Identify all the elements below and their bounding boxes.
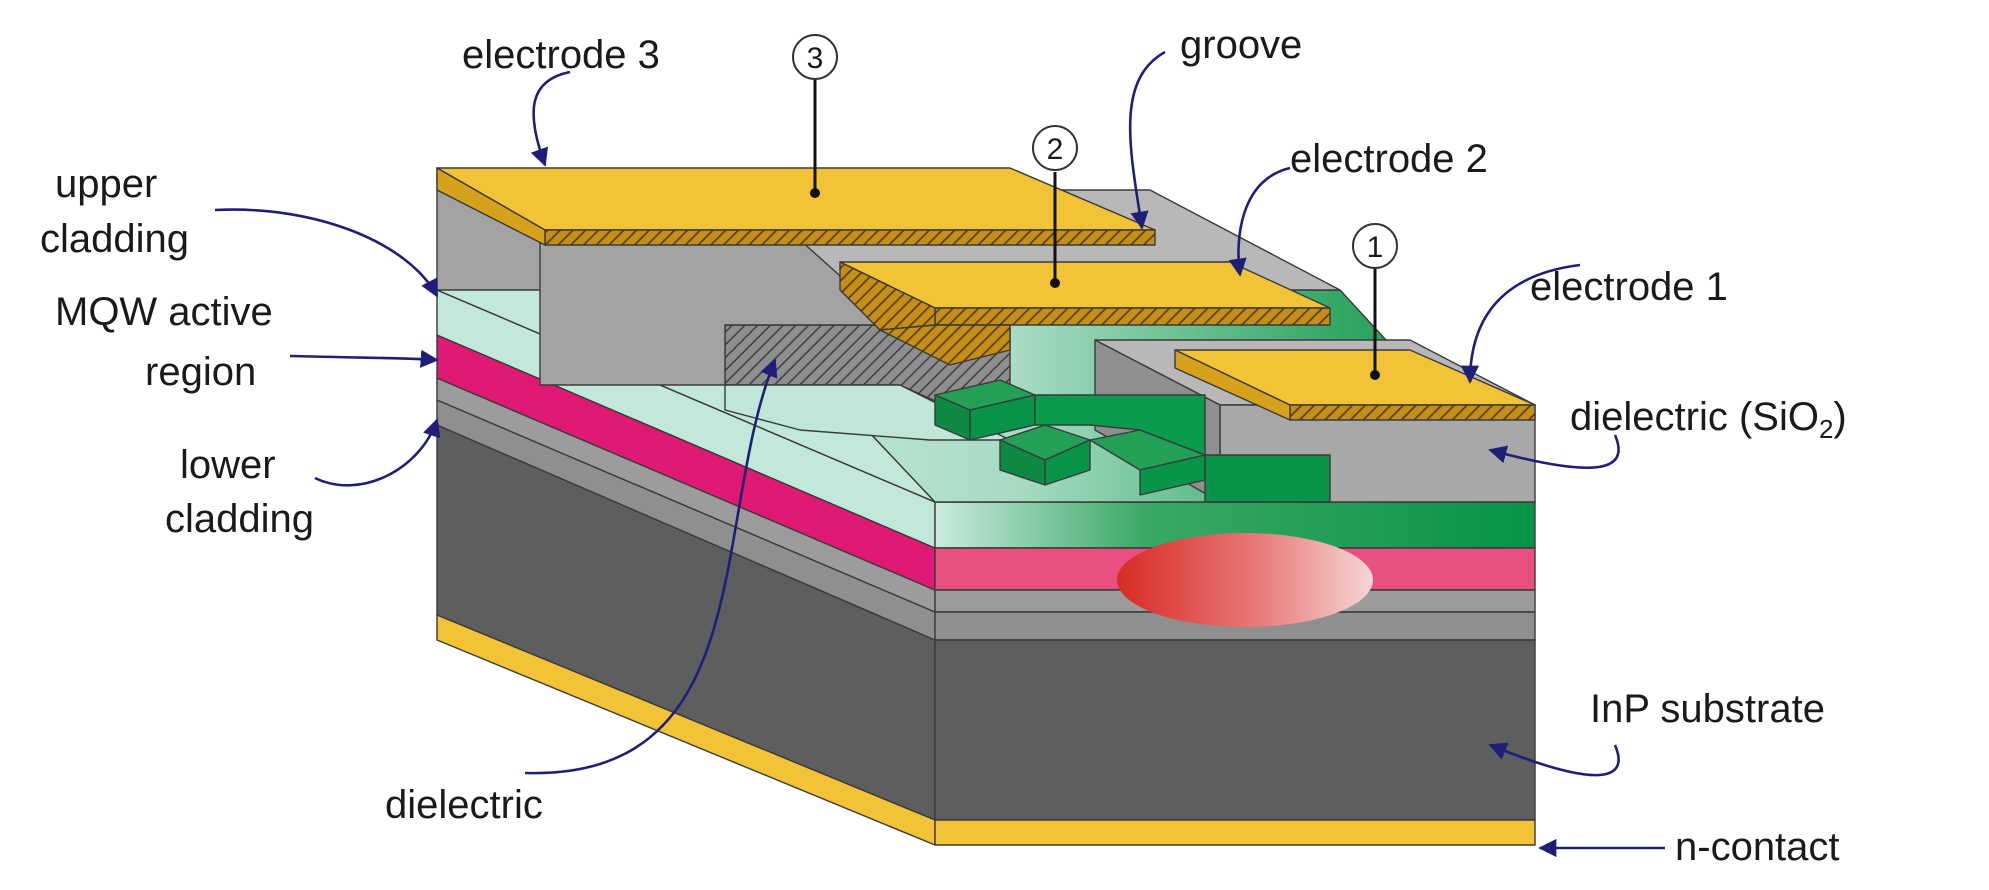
label-sio2-subscript: 2 [1819,414,1833,444]
label-mqw-line2: region [145,350,256,394]
label-n-contact: n-contact [1675,825,1840,869]
arrow-electrode2 [1228,166,1291,277]
arrow-mqw [289,349,439,368]
callout-arrows [214,50,1665,858]
arrow-electrode1 [1460,263,1581,384]
front-face-substrate [934,639,1536,821]
electrode-1 [1174,349,1536,421]
label-inp-substrate: InP substrate [1590,687,1825,731]
label-dielectric-sio2: dielectric (SiO2) [1570,395,1847,444]
marker-2-label: 2 [1047,133,1064,166]
labels: electrode 3 groove upper cladding electr… [40,23,1847,869]
marker-circle-3 [792,34,838,80]
label-lower-cladding-line1: lower [180,443,276,487]
arrow-upper-cladding [214,208,439,298]
label-electrode-3: electrode 3 [462,33,660,77]
probe-2: 2 [1032,125,1078,288]
optical-mode [1117,533,1373,627]
label-sio2-main: dielectric (SiO [1570,395,1819,439]
probe-1: 1 [1352,223,1398,380]
marker-3-label: 3 [807,42,824,75]
arrow-groove [1128,50,1166,230]
front-face-n-contact [934,819,1536,846]
electrode-3 [436,167,1156,246]
label-sio2-close: ) [1833,395,1846,439]
arrow-dielectric [524,358,778,775]
green-waveguide-rib [934,379,1331,503]
marker-circle-1 [1352,223,1398,269]
label-upper-cladding-line2: cladding [40,217,189,261]
label-upper-cladding-line1: upper [55,162,157,206]
label-electrode-1: electrode 1 [1530,265,1728,309]
label-lower-cladding-line2: cladding [165,497,314,541]
label-mqw-line1: MQW active [55,290,273,334]
arrow-dielectric-sio2 [1488,434,1620,470]
front-face-layers [934,501,1536,846]
label-electrode-2: electrode 2 [1290,137,1488,181]
electrode-2 [839,261,1331,366]
arrow-inp-substrate [1488,742,1620,777]
marker-1-label: 1 [1367,231,1384,264]
probe-3: 3 [792,34,838,198]
marker-circle-2 [1032,125,1078,171]
label-groove: groove [1180,23,1302,67]
arrow-electrode3 [530,70,571,167]
label-dielectric: dielectric [385,783,543,827]
arrow-lower-cladding [314,418,441,487]
